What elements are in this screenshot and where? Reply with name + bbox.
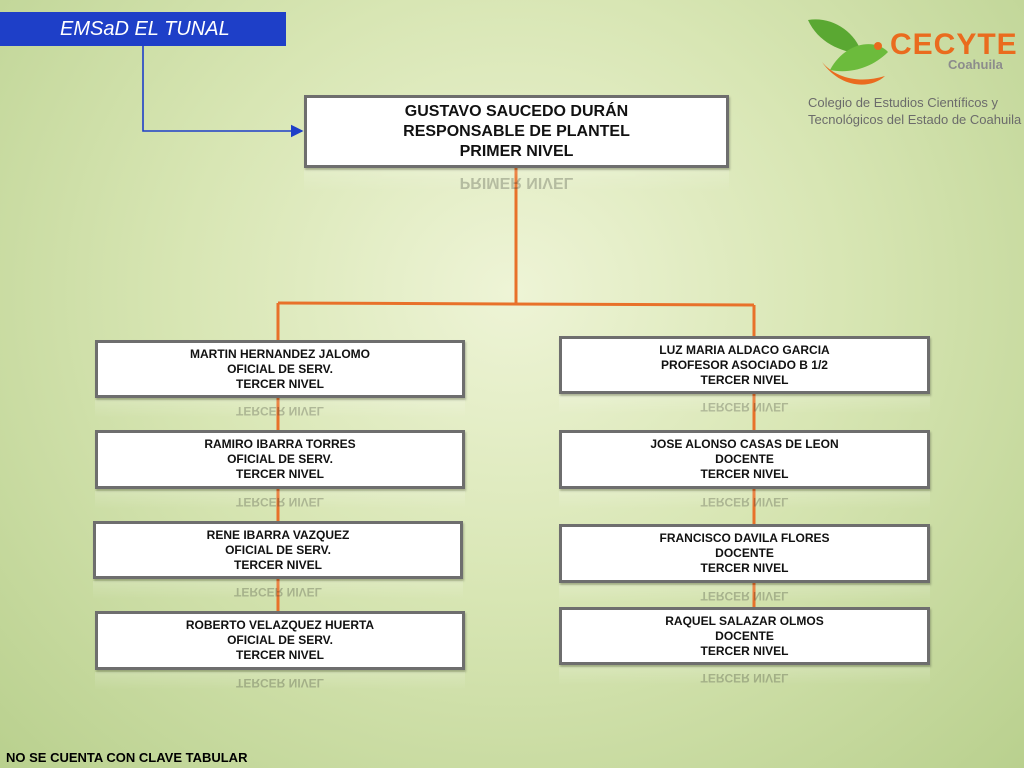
node-level: TERCER NIVEL <box>700 643 789 658</box>
node-role: DOCENTE <box>715 452 774 466</box>
node-reflection-level: TERCER NIVEL <box>235 676 324 690</box>
node-reflection-level: TERCER NIVEL <box>700 671 789 685</box>
node-level: TERCER NIVEL <box>235 376 324 391</box>
node-level: PRIMER NIVEL <box>459 142 574 160</box>
node-reflection: TERCER NIVEL <box>93 581 463 599</box>
node-role: PROFESOR ASOCIADO B 1/2 <box>661 357 828 372</box>
logo-description-line2: Tecnológicos del Estado de Coahuila <box>808 112 1022 127</box>
node-reflection: PRIMER NIVEL <box>304 170 729 192</box>
node-name: GUSTAVO SAUCEDO DURÁN <box>404 102 629 120</box>
org-node-right-3: FRANCISCO DAVILA FLORES DOCENTE TERCER N… <box>559 524 930 583</box>
node-role: OFICIAL DE SERV. <box>227 633 333 647</box>
node-reflection-level: TERCER NIVEL <box>700 589 789 603</box>
node-reflection-level: TERCER NIVEL <box>235 404 324 418</box>
node-level: TERCER NIVEL <box>235 467 324 481</box>
node-name: RAQUEL SALAZAR OLMOS <box>665 613 824 628</box>
node-reflection-level: TERCER NIVEL <box>700 400 789 414</box>
node-reflection-level: TERCER NIVEL <box>700 495 789 509</box>
node-reflection: TERCER NIVEL <box>559 585 930 603</box>
node-reflection: TERCER NIVEL <box>559 491 930 509</box>
title-arrow <box>142 46 304 138</box>
node-name: RENE IBARRA VAZQUEZ <box>206 527 350 542</box>
org-node-right-4: RAQUEL SALAZAR OLMOS DOCENTE TERCER NIVE… <box>559 607 930 665</box>
node-reflection: TERCER NIVEL <box>95 400 465 418</box>
org-node-left-2: RAMIRO IBARRA TORRES OFICIAL DE SERV. TE… <box>95 430 465 489</box>
node-reflection: TERCER NIVEL <box>95 672 465 690</box>
org-node-right-2: JOSE ALONSO CASAS DE LEON DOCENTE TERCER… <box>559 430 930 489</box>
plantel-title: EMSaD EL TUNAL <box>0 12 286 46</box>
node-name: JOSE ALONSO CASAS DE LEON <box>650 437 839 451</box>
node-level: TERCER NIVEL <box>700 561 789 575</box>
node-reflection-level: TERCER NIVEL <box>233 585 322 599</box>
logo-description-line1: Colegio de Estudios Científicos y <box>808 95 999 110</box>
cecyte-logo-icon <box>808 19 888 85</box>
node-role: DOCENTE <box>715 628 774 643</box>
node-reflection: TERCER NIVEL <box>95 491 465 509</box>
node-role: OFICIAL DE SERV. <box>227 361 333 376</box>
node-name: LUZ MARIA ALDACO GARCIA <box>659 342 830 357</box>
footer-note: NO SE CUENTA CON CLAVE TABULAR <box>6 750 248 765</box>
node-level: TERCER NIVEL <box>233 557 322 572</box>
node-reflection-level: TERCER NIVEL <box>235 495 324 509</box>
node-level: TERCER NIVEL <box>700 372 789 387</box>
node-role: OFICIAL DE SERV. <box>225 542 331 557</box>
node-name: FRANCISCO DAVILA FLORES <box>659 531 830 545</box>
node-role: DOCENTE <box>715 546 774 560</box>
org-node-left-4: ROBERTO VELAZQUEZ HUERTA OFICIAL DE SERV… <box>95 611 465 670</box>
node-role: RESPONSABLE DE PLANTEL <box>403 122 630 140</box>
node-reflection: TERCER NIVEL <box>559 396 930 414</box>
org-node-right-1: LUZ MARIA ALDACO GARCIA PROFESOR ASOCIAD… <box>559 336 930 394</box>
node-reflection: TERCER NIVEL <box>559 667 930 685</box>
org-node-left-1: MARTIN HERNANDEZ JALOMO OFICIAL DE SERV.… <box>95 340 465 398</box>
node-level: TERCER NIVEL <box>235 648 324 662</box>
node-name: MARTIN HERNANDEZ JALOMO <box>190 346 370 361</box>
node-name: ROBERTO VELAZQUEZ HUERTA <box>185 618 375 632</box>
node-reflection-level: PRIMER NIVEL <box>459 174 574 191</box>
logo-description: Colegio de Estudios Científicos y Tecnol… <box>808 94 1023 128</box>
node-level: TERCER NIVEL <box>700 467 789 481</box>
node-role: OFICIAL DE SERV. <box>227 452 333 466</box>
org-connectors <box>276 168 756 611</box>
node-name: RAMIRO IBARRA TORRES <box>204 437 356 451</box>
org-node-left-3: RENE IBARRA VAZQUEZ OFICIAL DE SERV. TER… <box>93 521 463 579</box>
logo-region: Coahuila <box>948 57 1003 72</box>
logo-wordmark: CECYTE <box>890 28 1018 61</box>
org-node-head: GUSTAVO SAUCEDO DURÁN RESPONSABLE DE PLA… <box>304 95 729 168</box>
